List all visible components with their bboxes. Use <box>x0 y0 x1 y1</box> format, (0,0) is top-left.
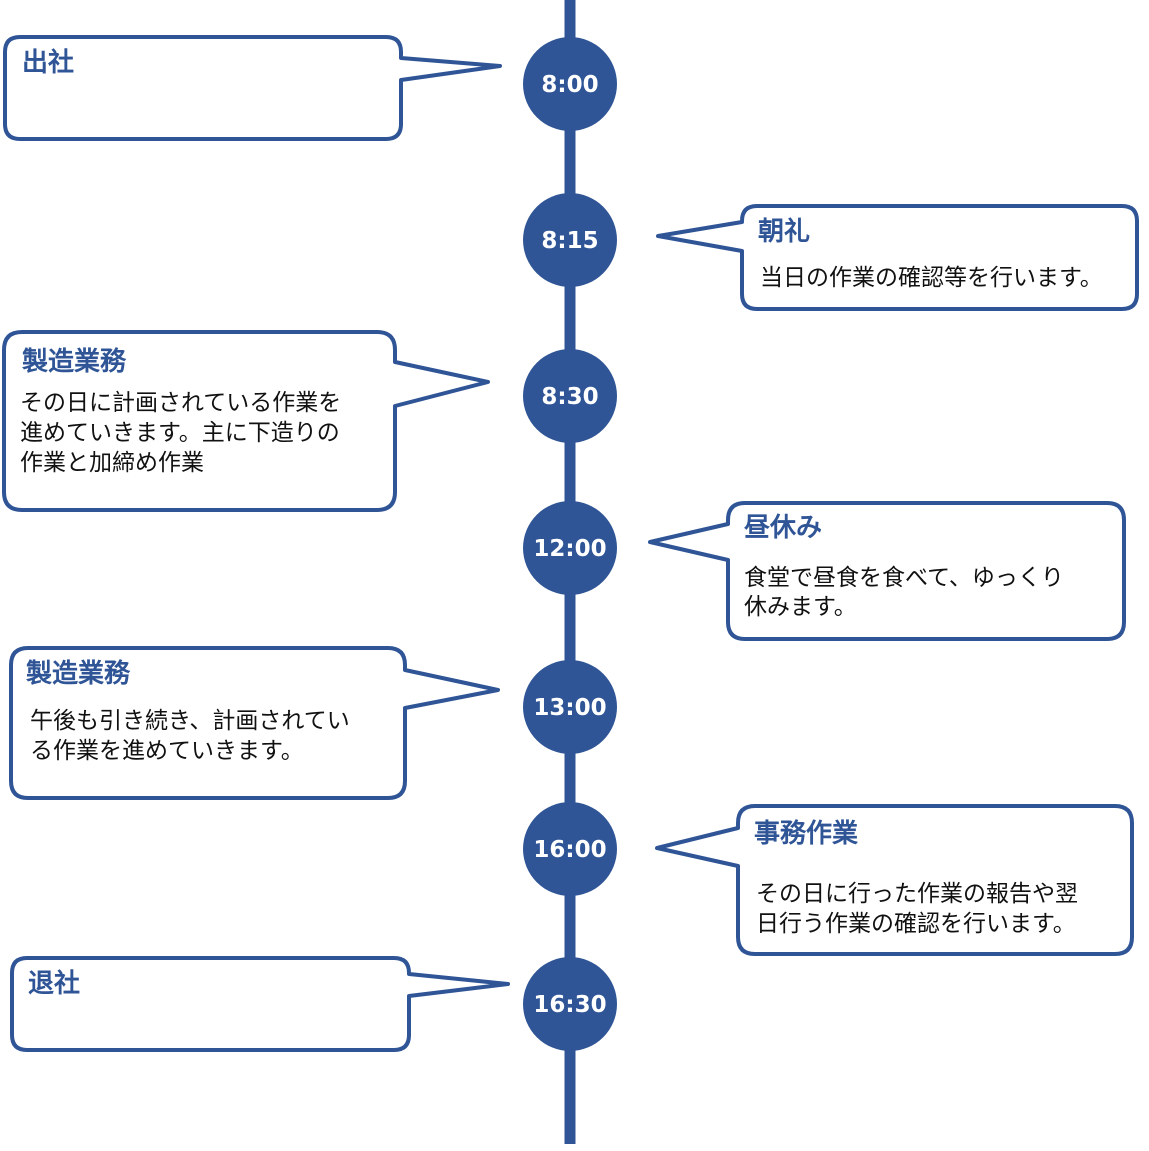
timeline-event: 退社 16:30 <box>10 956 617 1052</box>
event-description-line: 休みます。 <box>744 594 857 620</box>
event-description-line: る作業を進めていきます。 <box>30 738 304 764</box>
event-description-line: 日行う作業の確認を行います。 <box>756 911 1076 937</box>
event-description-line: 当日の作業の確認等を行います。 <box>760 265 1103 291</box>
callout-shape <box>9 646 500 800</box>
time-label: 16:00 <box>533 837 606 863</box>
callout-shape <box>3 35 502 141</box>
time-label: 8:00 <box>541 72 598 98</box>
event-title: 退社 <box>28 968 80 999</box>
time-node <box>523 37 617 131</box>
timeline-event: 昼休み 食堂で昼食を食べて、ゆっくり 休みます。 12:00 <box>523 501 1126 641</box>
timeline-event: 朝礼 当日の作業の確認等を行います。 8:15 <box>523 193 1139 311</box>
time-node <box>523 349 617 443</box>
time-node <box>523 193 617 287</box>
time-node <box>523 660 617 754</box>
event-description-line: 食堂で昼食を食べて、ゆっくり <box>744 565 1064 591</box>
event-title: 製造業務 <box>22 347 127 377</box>
timeline-event: 製造業務 その日に計画されている作業を 進めていきます。主に下造りの 作業と加締… <box>2 330 617 512</box>
callout-shape <box>648 501 1126 641</box>
time-node <box>523 957 617 1051</box>
time-label: 8:15 <box>541 228 598 254</box>
event-description-line: その日に行った作業の報告や翌 <box>756 881 1078 907</box>
timeline-event: 出社 8:00 <box>3 35 617 141</box>
event-description-line: 午後も引き続き、計画されてい <box>30 708 350 734</box>
time-node <box>523 802 617 896</box>
timeline-event: 製造業務 午後も引き続き、計画されてい る作業を進めていきます。 13:00 <box>9 646 617 800</box>
time-label: 12:00 <box>533 536 606 562</box>
time-label: 13:00 <box>533 695 606 721</box>
event-title: 朝礼 <box>758 216 810 247</box>
callout-shape <box>10 956 510 1052</box>
event-description-line: その日に計画されている作業を <box>20 390 341 416</box>
event-title: 出社 <box>22 47 74 78</box>
event-description-line: 進めていきます。主に下造りの <box>20 420 340 446</box>
time-label: 8:30 <box>541 384 598 410</box>
time-label: 16:30 <box>533 992 606 1018</box>
event-description-line: 作業と加締め作業 <box>20 450 204 476</box>
timeline-event: 事務作業 その日に行った作業の報告や翌 日行う作業の確認を行います。 16:00 <box>523 802 1134 956</box>
event-title: 昼休み <box>744 513 822 543</box>
time-node <box>523 501 617 595</box>
callout-shape <box>655 804 1134 956</box>
event-title: 製造業務 <box>26 659 131 689</box>
callout-shape <box>2 330 490 512</box>
callout-shape <box>656 204 1139 311</box>
event-title: 事務作業 <box>754 819 858 849</box>
